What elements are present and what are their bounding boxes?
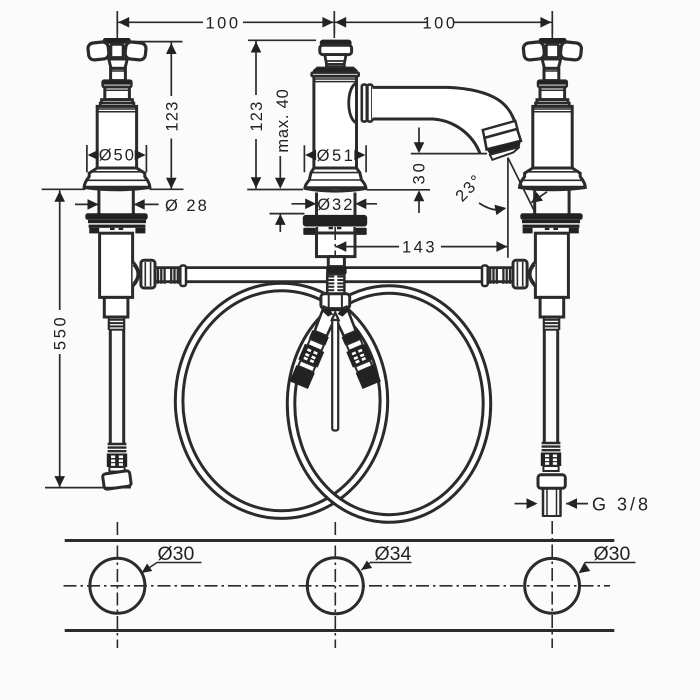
svg-text:123: 123 [163, 100, 181, 131]
svg-text:Ø30: Ø30 [158, 543, 195, 565]
svg-text:Ø51: Ø51 [317, 147, 356, 165]
svg-text:Ø34: Ø34 [375, 543, 412, 565]
svg-text:100: 100 [422, 14, 457, 32]
svg-text:Ø32: Ø32 [317, 196, 354, 214]
svg-text:123: 123 [248, 100, 266, 131]
svg-text:550: 550 [52, 315, 70, 350]
svg-text:Ø30: Ø30 [594, 543, 631, 565]
svg-text:max. 40: max. 40 [274, 88, 292, 152]
svg-text:Ø 28: Ø 28 [165, 197, 209, 215]
svg-text:30: 30 [411, 160, 429, 184]
svg-text:Ø50: Ø50 [99, 147, 136, 165]
svg-text:143: 143 [402, 239, 437, 257]
svg-text:100: 100 [205, 14, 240, 32]
svg-text:G 3/8: G 3/8 [592, 495, 651, 515]
